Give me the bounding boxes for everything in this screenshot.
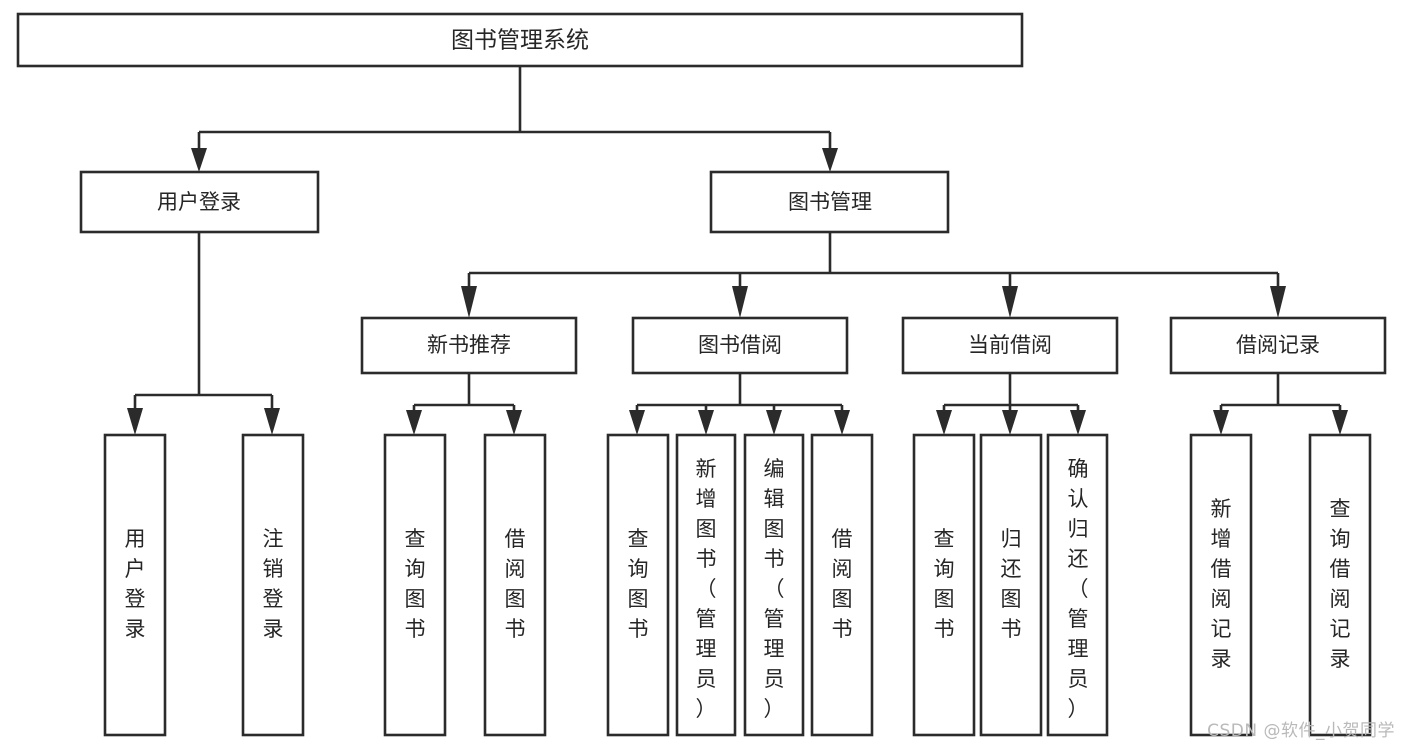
arrowhead-book-mgmt (822, 148, 838, 172)
node-book-management-box[interactable] (709, 170, 950, 234)
leaf-current-confirm-return-label: 确认归还（管理员） (1068, 457, 1089, 721)
node-new-book-recommend-label: 新书推荐 (427, 333, 511, 357)
leaf-borrow-edit-book-label: 编辑图书（管理员） (764, 457, 785, 721)
node-new-book-recommend[interactable]: 新书推荐 (360, 316, 578, 375)
node-borrow-record-box[interactable] (1169, 316, 1387, 375)
leaf-current-return-book-label: 归还图书 (1001, 527, 1022, 641)
leaf-borrow-add-book-box[interactable] (675, 433, 737, 737)
node-root-box[interactable] (16, 12, 1024, 68)
leaf-current-query-book-box[interactable] (912, 433, 976, 737)
node-book-borrow[interactable]: 图书借阅 (631, 316, 849, 375)
csdn-watermark: CSDN @软件_小贺同学 (1207, 721, 1395, 741)
leaf-record-add-label: 新增借阅记录 (1211, 497, 1232, 671)
leaf-recommend-query-book-box[interactable] (383, 433, 447, 737)
arrowhead-leaf-logout (264, 408, 280, 435)
leaf-recommend-borrow-book-label: 借阅图书 (505, 527, 526, 641)
arrowhead-current-return (1002, 410, 1018, 435)
leaf-record-add[interactable]: 新增借阅记录 (1189, 433, 1253, 737)
leaf-user-login-login-box[interactable] (103, 433, 167, 737)
node-book-management[interactable]: 图书管理 (709, 170, 950, 234)
node-user-login-box[interactable] (79, 170, 320, 234)
leaf-user-login-logout[interactable]: 注销登录 (241, 433, 305, 737)
leaf-user-login-logout-box[interactable] (241, 433, 305, 737)
leaf-borrow-edit-book[interactable]: 编辑图书（管理员） (743, 433, 805, 737)
leaf-record-add-box[interactable] (1189, 433, 1253, 737)
leaf-current-query-book[interactable]: 查询图书 (912, 433, 976, 737)
node-root[interactable]: 图书管理系统 (16, 12, 1024, 68)
leaf-recommend-query-book-label: 查询图书 (405, 527, 426, 641)
arrowhead-new-book-recommend (461, 286, 477, 318)
leaf-borrow-edit-book-box[interactable] (743, 433, 805, 737)
leaf-record-query-box[interactable] (1308, 433, 1372, 737)
leaf-user-login-login-label: 用户登录 (125, 527, 146, 641)
node-new-book-recommend-box[interactable] (360, 316, 578, 375)
arrowhead-recommend-query (406, 410, 422, 435)
leaf-current-return-book-box[interactable] (979, 433, 1043, 737)
leaf-borrow-add-book-label: 新增图书（管理员） (696, 457, 717, 721)
node-current-borrow-box[interactable] (901, 316, 1119, 375)
arrowhead-borrow-add (698, 410, 714, 435)
leaf-borrow-lend-book-box[interactable] (810, 433, 874, 737)
node-borrow-record-label: 借阅记录 (1236, 333, 1320, 357)
leaf-user-login-logout-label: 注销登录 (263, 527, 284, 641)
leaf-borrow-lend-book[interactable]: 借阅图书 (810, 433, 874, 737)
leaf-recommend-borrow-book[interactable]: 借阅图书 (483, 433, 547, 737)
arrowhead-borrow-edit (766, 410, 782, 435)
arrowhead-current-query (936, 410, 952, 435)
leaf-borrow-query-book-box[interactable] (606, 433, 670, 737)
leaf-current-return-book[interactable]: 归还图书 (979, 433, 1043, 737)
arrowhead-current-confirm (1070, 410, 1086, 435)
node-root-label: 图书管理系统 (451, 28, 589, 54)
node-book-management-label: 图书管理 (788, 190, 872, 214)
arrowhead-borrow-record (1270, 286, 1286, 318)
node-book-borrow-box[interactable] (631, 316, 849, 375)
arrowhead-user-login (191, 148, 207, 172)
connector-layer (127, 66, 1348, 435)
node-current-borrow[interactable]: 当前借阅 (901, 316, 1119, 375)
arrowhead-current-borrow (1002, 286, 1018, 318)
leaf-current-confirm-return-box[interactable] (1046, 433, 1109, 737)
leaf-current-query-book-label: 查询图书 (934, 527, 955, 641)
node-user-login-label: 用户登录 (157, 190, 241, 214)
node-user-login[interactable]: 用户登录 (79, 170, 320, 234)
node-book-borrow-label: 图书借阅 (698, 333, 782, 357)
leaf-current-confirm-return[interactable]: 确认归还（管理员） (1046, 433, 1109, 737)
leaf-record-query[interactable]: 查询借阅记录 (1308, 433, 1372, 737)
arrowhead-recommend-borrow (506, 410, 522, 435)
node-current-borrow-label: 当前借阅 (968, 333, 1052, 357)
arrowhead-borrow-query (629, 410, 645, 435)
leaf-borrow-query-book[interactable]: 查询图书 (606, 433, 670, 737)
leaf-borrow-lend-book-label: 借阅图书 (832, 527, 853, 641)
leaf-recommend-query-book[interactable]: 查询图书 (383, 433, 447, 737)
arrowhead-borrow-lend (834, 410, 850, 435)
arrowhead-book-borrow (732, 286, 748, 318)
arrowhead-leaf-user-login (127, 408, 143, 435)
leaf-borrow-add-book[interactable]: 新增图书（管理员） (675, 433, 737, 737)
leaf-record-query-label: 查询借阅记录 (1330, 497, 1351, 671)
leaf-recommend-borrow-book-box[interactable] (483, 433, 547, 737)
arrowhead-record-query (1332, 410, 1348, 435)
node-borrow-record[interactable]: 借阅记录 (1169, 316, 1387, 375)
leaf-borrow-query-book-label: 查询图书 (628, 527, 649, 641)
leaf-user-login-login[interactable]: 用户登录 (103, 433, 167, 737)
arrowhead-record-add (1213, 410, 1229, 435)
